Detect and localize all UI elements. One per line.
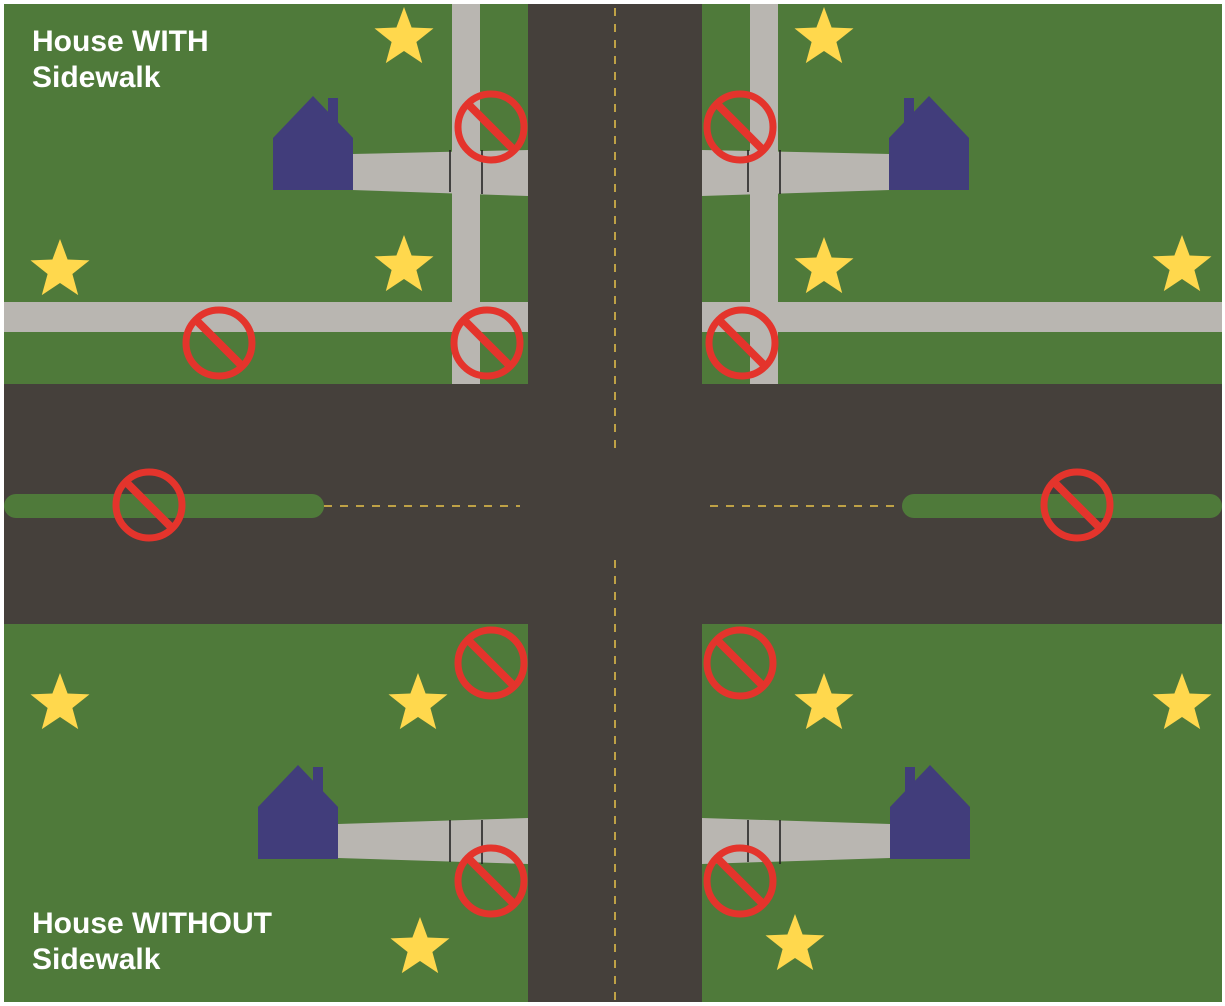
allowed-placement-icon [390,917,450,974]
sidewalk-horizontal-right [702,302,1222,332]
allowed-placement-icon [794,7,854,64]
allowed-placement-icon [388,673,448,730]
prohibited-placement-icon [450,306,524,380]
prohibited-placement-icon [112,468,186,542]
prohibited-placement-icon [182,306,256,380]
prohibited-placement-icon [454,626,528,700]
prohibited-placement-icon [703,844,777,918]
prohibited-placement-icon [705,306,779,380]
label-line-1: House WITHOUT [32,907,272,940]
prohibited-placement-icon [703,626,777,700]
label-line-2: Sidewalk [32,61,161,94]
label-line-2: Sidewalk [32,943,161,976]
allowed-placement-icon [30,239,90,296]
allowed-placement-icon [1152,673,1212,730]
prohibited-placement-icon [703,90,777,164]
prohibited-placement-icon [454,90,528,164]
allowed-placement-icon [374,7,434,64]
label-house-without-sidewalk: House WITHOUT Sidewalk [32,906,272,978]
driveway-joints [449,150,781,864]
sidewalk-horizontal-left [4,302,528,332]
prohibited-placement-icon [1040,468,1114,542]
label-line-1: House WITH [32,25,209,58]
allowed-placement-icon [374,235,434,292]
allowed-placement-icon [794,673,854,730]
allowed-placement-icon [1152,235,1212,292]
label-house-with-sidewalk: House WITH Sidewalk [32,24,209,96]
center-lines [324,8,902,1002]
no-symbols [112,90,1114,918]
driveway-bottom-right [702,818,890,864]
allowed-placement-icon [30,673,90,730]
driveway-bottom-left [338,818,528,864]
allowed-placement-icon [794,237,854,294]
median-left [4,494,324,518]
allowed-placement-icon [765,914,825,971]
stars [30,7,1212,974]
median-right [902,494,1222,518]
medians [4,494,1222,518]
prohibited-placement-icon [454,844,528,918]
